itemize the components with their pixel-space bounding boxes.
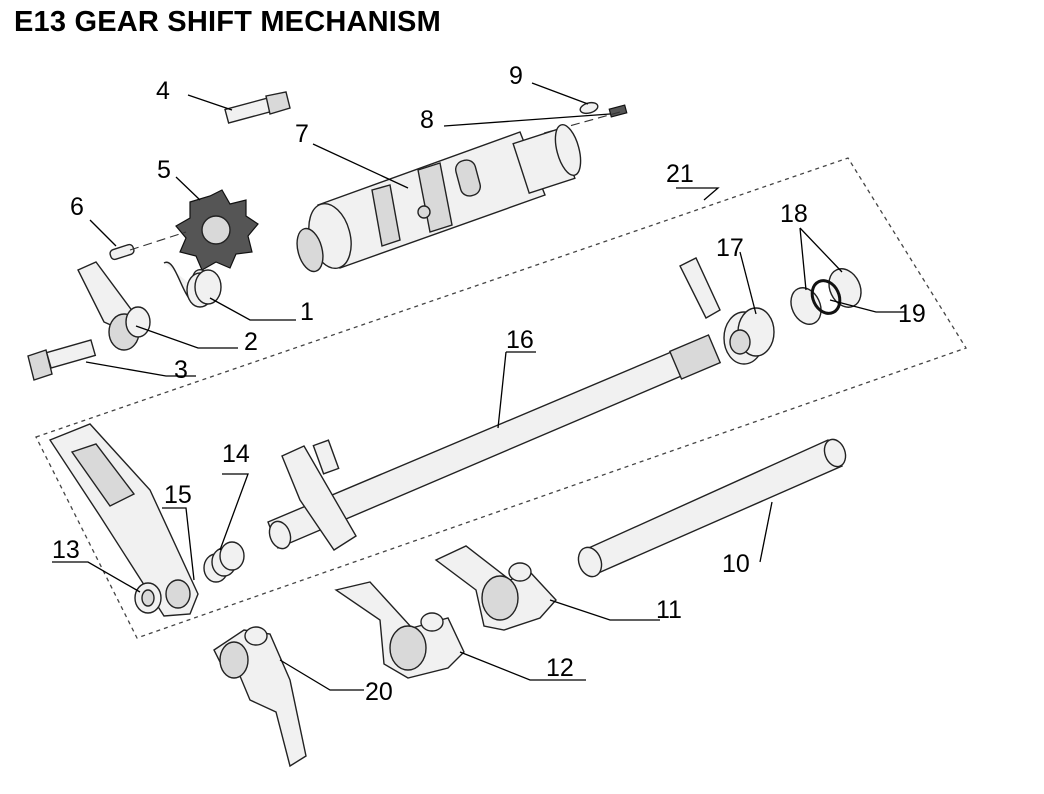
callout-18: 18 [780, 200, 808, 228]
part-6-dowel [109, 243, 135, 261]
part-13-washer [134, 582, 162, 614]
part-5-star-cam [175, 189, 259, 271]
part-20-fork [213, 626, 307, 768]
part-2-arm [77, 261, 151, 351]
part-19-ring [810, 279, 842, 315]
callout-7: 7 [295, 120, 309, 148]
callout-5: 5 [157, 156, 171, 184]
callout-19: 19 [898, 300, 926, 328]
part-3-bolt [27, 339, 97, 381]
callout-10: 10 [722, 550, 750, 578]
part-14-spring [203, 541, 245, 583]
page-title: E13 GEAR SHIFT MECHANISM [14, 6, 441, 38]
callout-11: 11 [656, 596, 682, 624]
callout-8: 8 [420, 106, 434, 134]
callout-2: 2 [244, 328, 258, 356]
part-8-screw [608, 104, 628, 118]
callout-21: 21 [666, 160, 694, 188]
axis-line [129, 231, 187, 251]
callout-17: 17 [716, 234, 744, 262]
callout-20: 20 [365, 678, 393, 706]
callout-15: 15 [164, 481, 192, 509]
part-10-fork-shaft [577, 438, 847, 578]
part-1-spring [163, 261, 222, 308]
part-12-fork [334, 581, 465, 679]
callout-16: 16 [506, 326, 534, 354]
part-11-fork [434, 545, 557, 631]
callout-13: 13 [52, 536, 80, 564]
callout-14: 14 [222, 440, 250, 468]
part-4-bolt [224, 91, 291, 124]
part-16-shift-shaft [267, 334, 722, 551]
callout-4: 4 [156, 77, 170, 105]
callout-6: 6 [70, 193, 84, 221]
callout-labels: 1 2 3 4 5 6 7 8 9 10 11 12 13 14 15 16 1… [52, 62, 926, 706]
part-15-shift-lever [48, 423, 199, 617]
callout-1: 1 [300, 298, 314, 326]
part-17-arm [679, 257, 775, 365]
leader-lines [52, 82, 906, 691]
callout-12: 12 [546, 654, 574, 682]
callout-9: 9 [509, 62, 523, 90]
callout-3: 3 [174, 356, 188, 384]
part-18-washers [790, 268, 862, 325]
part-9-pin [579, 101, 599, 115]
part-7-shift-drum [296, 124, 582, 273]
